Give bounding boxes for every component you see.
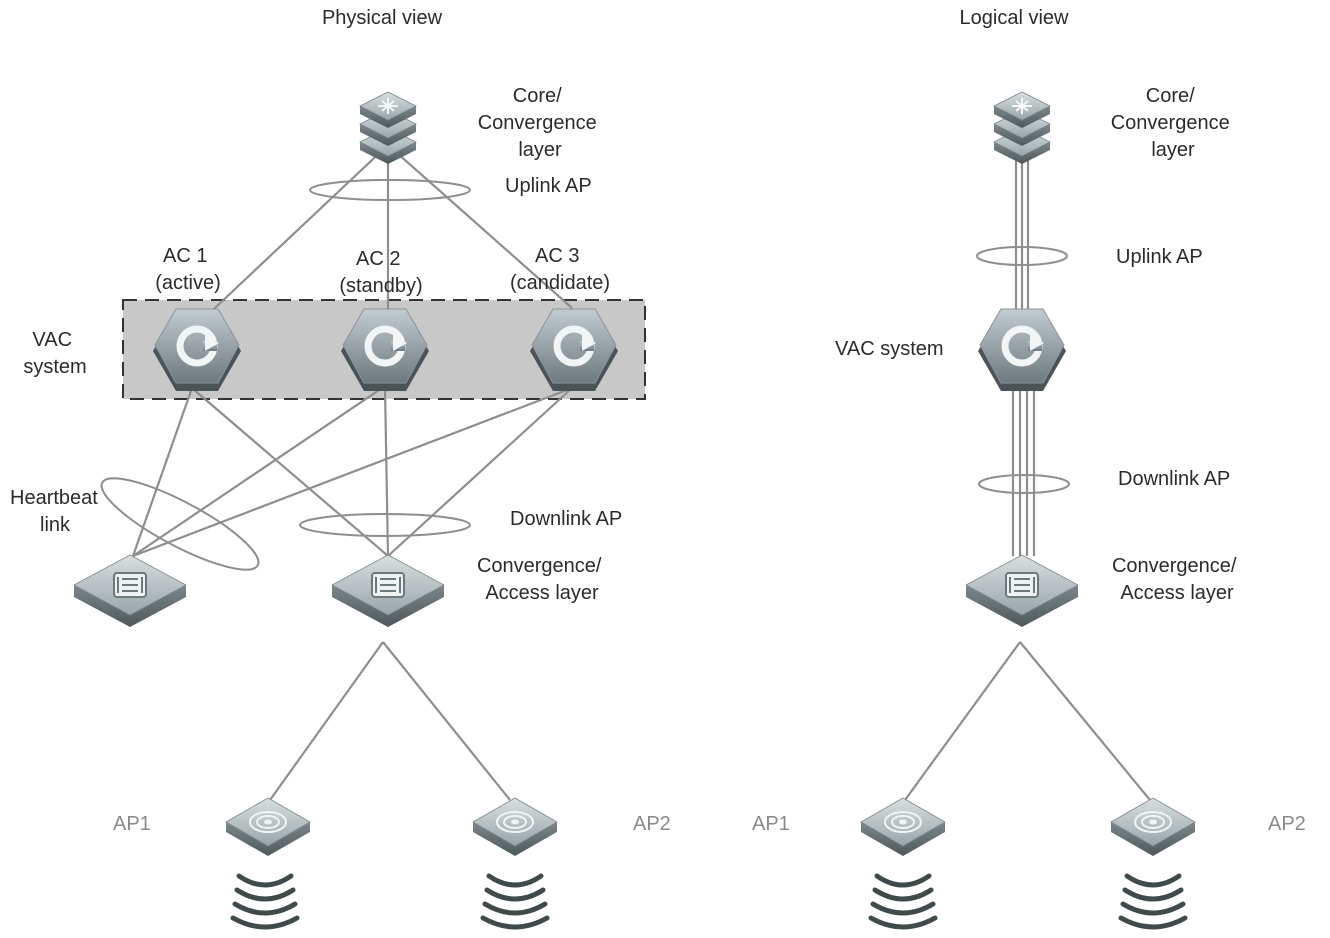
physical-view: Physical view Core/ Co (10, 7, 671, 927)
access-switch-icon (331, 554, 445, 628)
access-point-icon (1110, 797, 1196, 857)
core-switch-icon (359, 91, 417, 165)
access-controller-icon (978, 309, 1066, 391)
heartbeat-link-label: Heartbeat link (10, 487, 103, 536)
uplink-ap-label: Uplink AP (505, 175, 592, 197)
vac-system-label: VAC system (23, 329, 86, 378)
access-switch-icon (73, 554, 187, 628)
ac3-label: AC 3 (candidate) (510, 245, 610, 294)
uplink-ac3 (387, 144, 573, 309)
logical-downlink-ap-label: Downlink AP (1118, 468, 1230, 490)
wireless-signal-icon (871, 876, 935, 927)
downlink-ap-ring (299, 513, 471, 537)
link-ac1-access-switch (191, 387, 389, 557)
logical-view-title: Logical view (960, 7, 1070, 29)
logical-link-access-ap2 (1019, 641, 1151, 801)
wireless-signal-icon (1121, 876, 1185, 927)
ac1-label: AC 1 (active) (155, 245, 221, 294)
logical-downlink-ap-ring (978, 474, 1070, 494)
access-point-icon (860, 797, 946, 857)
logical-vac-system-label: VAC system (835, 338, 944, 360)
wireless-signal-icon (483, 876, 547, 927)
link-ac3-left-switch (132, 386, 573, 558)
link-ac3-access-switch (387, 387, 573, 557)
link-ac1-left-switch (131, 387, 194, 557)
link-access-ap2 (382, 641, 511, 801)
access-layer-label: Convergence/ Access layer (477, 555, 607, 604)
logical-link-access-ap1 (904, 641, 1021, 801)
logical-uplink-ap-ring (976, 246, 1068, 266)
heartbeat-link-ring (100, 477, 260, 571)
logical-uplink-ap-label: Uplink AP (1116, 246, 1203, 268)
link-ac2-access-switch (383, 387, 390, 557)
logical-ap2-label: AP2 (1268, 813, 1306, 835)
ac2-label: AC 2 (standby) (339, 248, 422, 297)
physical-view-title: Physical view (322, 7, 443, 29)
access-point-icon (472, 797, 558, 857)
logical-uplink-bundle (1014, 145, 1030, 318)
logical-ap1-label: AP1 (752, 813, 790, 835)
wireless-signal-icon (233, 876, 297, 927)
core-switch-icon (993, 91, 1051, 165)
ap2-label: AP2 (633, 813, 671, 835)
access-switch-icon (965, 554, 1079, 628)
logical-core-label: Core/ Convergence layer (1111, 85, 1236, 161)
access-point-icon (225, 797, 311, 857)
uplink-ac1 (199, 144, 389, 323)
core-label: Core/ Convergence layer (478, 85, 603, 161)
uplink-ap-ring (309, 179, 471, 201)
logical-access-layer-label: Convergence/ Access layer (1112, 555, 1242, 604)
ap1-label: AP1 (113, 813, 151, 835)
link-ac2-left-switch (132, 387, 383, 557)
logical-view: Logical view Core/ Convergence layer (752, 7, 1306, 927)
logical-downlink-bundle (1011, 388, 1036, 556)
downlink-ap-label: Downlink AP (510, 508, 622, 530)
link-access-ap1 (269, 641, 384, 801)
